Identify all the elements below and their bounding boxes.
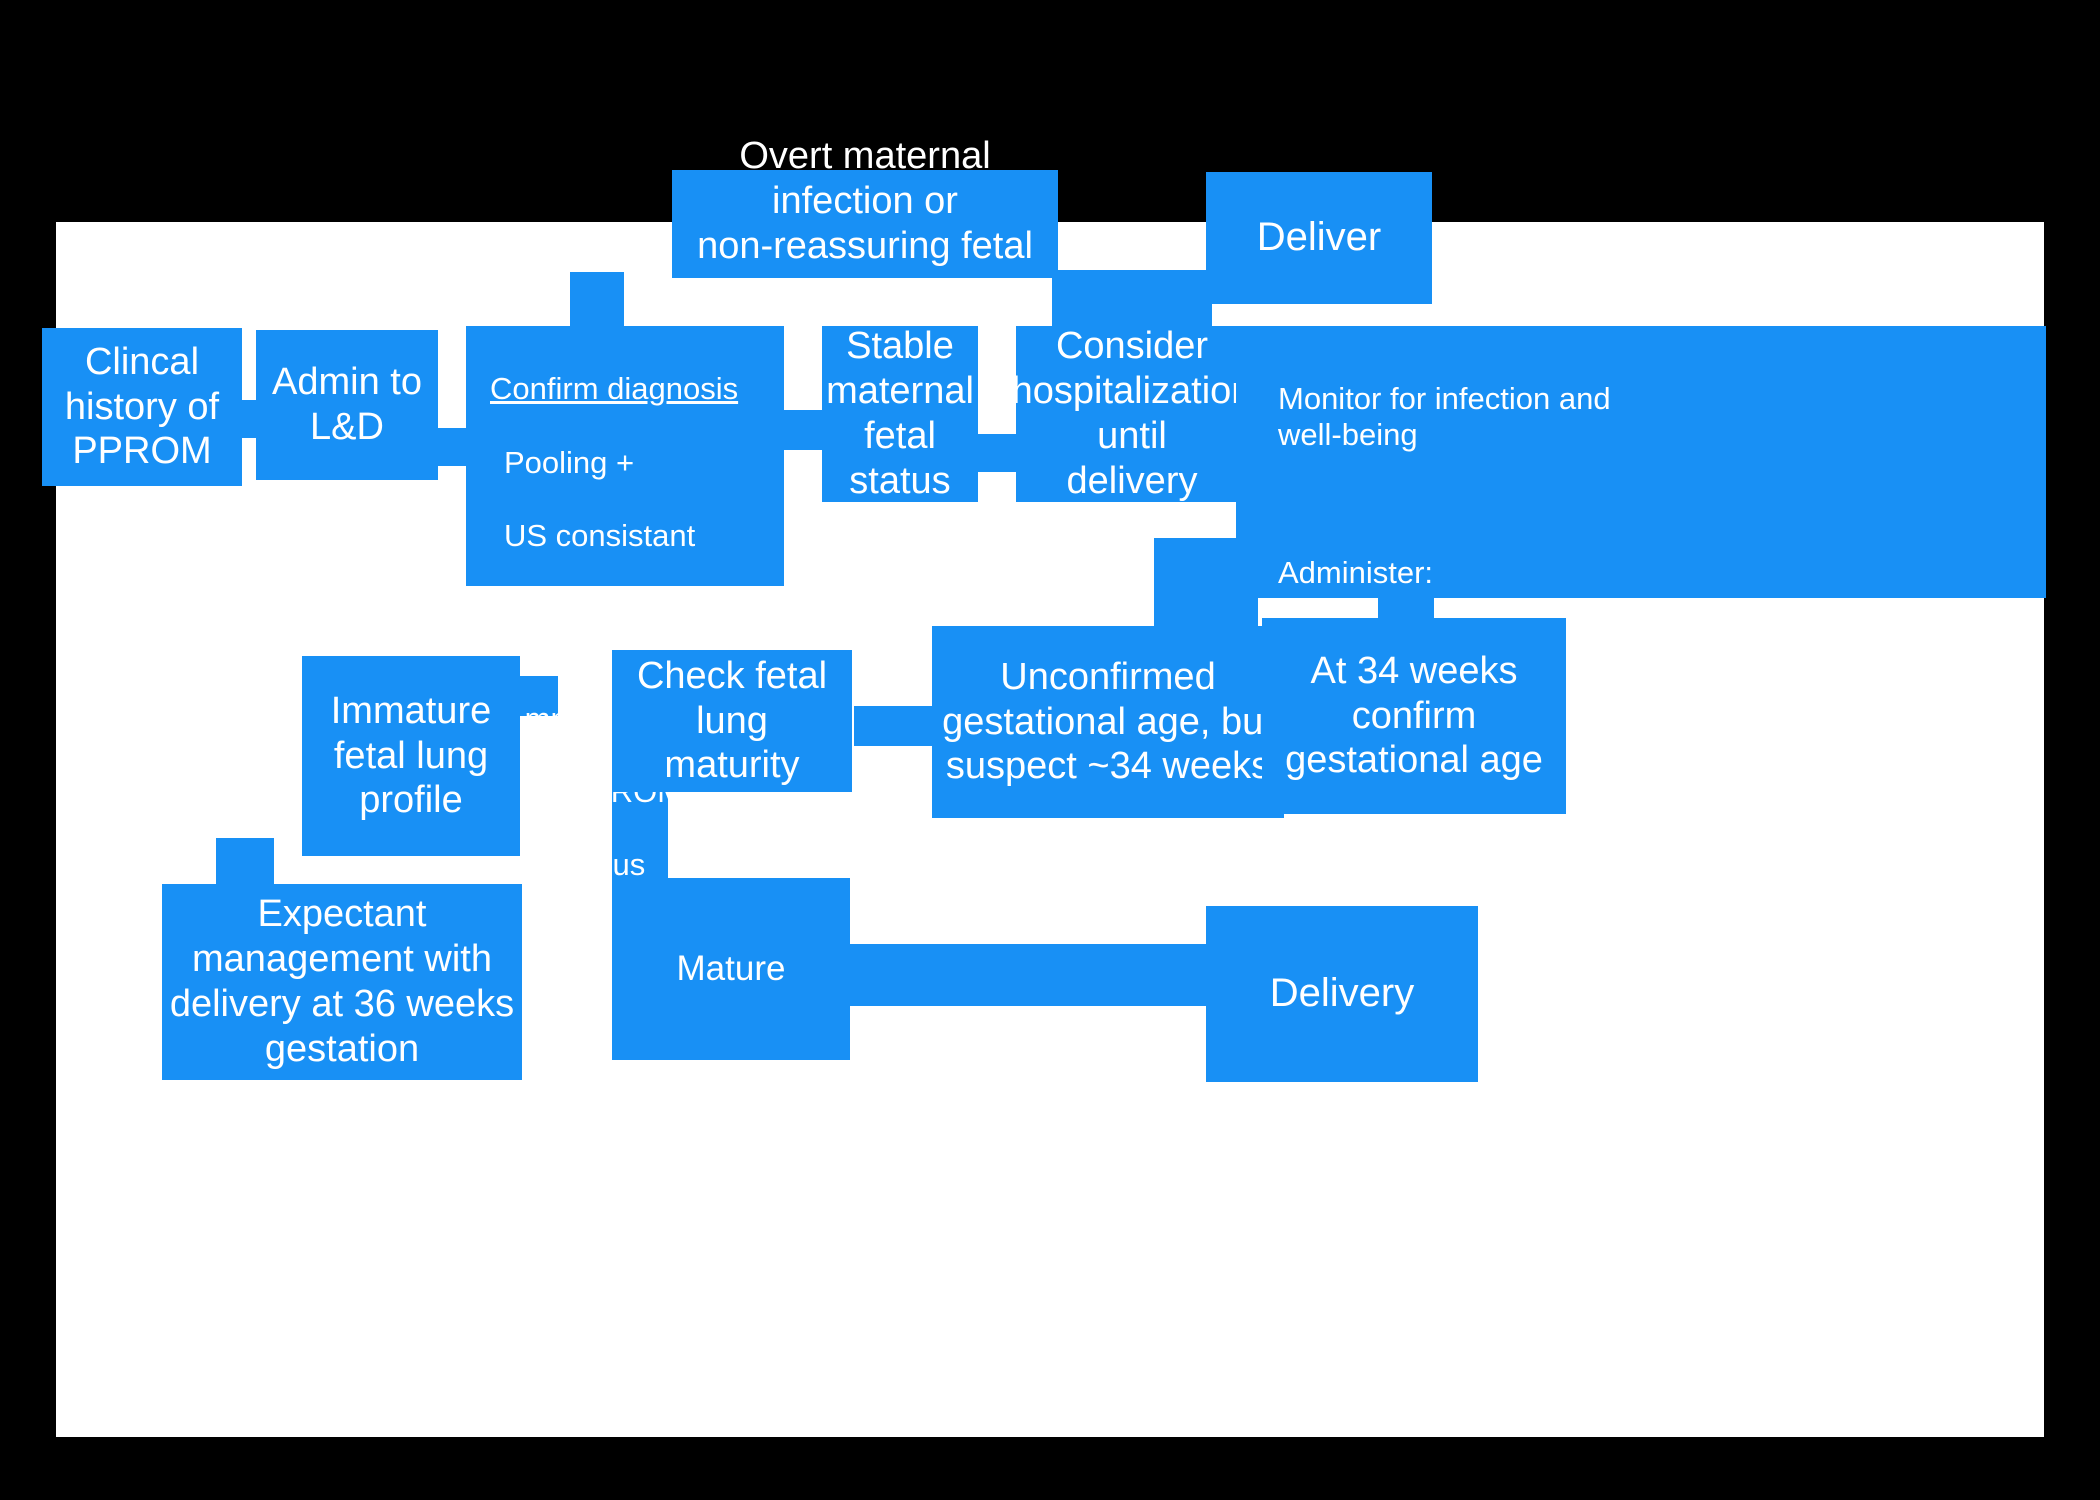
confirm-item-5: ROM Plus: [504, 847, 646, 883]
node-admit-to-ld[interactable]: Admin to L&D: [256, 330, 438, 480]
node-at-34-weeks-confirm[interactable]: At 34 weeks confirm gestational age: [1262, 618, 1566, 814]
connector-stable-to-consider: [972, 434, 1024, 472]
node-unconfirmed-gestational-age[interactable]: Unconfirmed gestational age, but suspect…: [932, 626, 1284, 818]
connector-overt-to-deliver: [1052, 270, 1212, 326]
connector-mature-to-delivery: [846, 944, 1226, 1006]
node-deliver[interactable]: Deliver: [1206, 172, 1432, 304]
node-clinical-history-pprom[interactable]: Clincal history of PPROM: [42, 328, 242, 486]
confirm-diagnosis-heading: Confirm diagnosis: [490, 370, 739, 406]
confirm-item-0: Pooling +: [504, 444, 635, 480]
node-immature-fetal-lung-profile[interactable]: Immature fetal lung profile: [302, 656, 520, 856]
node-check-fetal-lung-maturity[interactable]: Check fetal lung maturity: [612, 650, 852, 792]
node-stable-maternal-fetal-status[interactable]: Stable maternal fetal status: [822, 325, 978, 502]
confirm-item-1: US consistant: [504, 517, 696, 553]
node-delivery[interactable]: Delivery: [1206, 906, 1478, 1082]
confirm-item-2: Nitrazine and Ferntests: [504, 591, 687, 663]
node-mature[interactable]: Mature: [612, 878, 850, 1060]
monitor-spacer: [1278, 490, 2046, 518]
node-overt-maternal-infection[interactable]: Overt maternal infection or non-reassuri…: [672, 135, 1058, 312]
connector-unconfirmed-to-check: [854, 706, 940, 746]
node-consider-hospitalization[interactable]: Consider hospitalization until delivery: [1011, 325, 1253, 502]
node-expectant-management[interactable]: Expectant management with delivery at 36…: [162, 884, 522, 1080]
monitor-heading: Monitor for infection and well-being: [1278, 380, 1611, 453]
connector-confirm-to-stable: [776, 410, 830, 450]
node-confirm-diagnosis[interactable]: Confirm diagnosis Pooling + US consistan…: [466, 326, 784, 882]
administer-heading: Administer:: [1278, 554, 1434, 590]
node-monitor-and-administer[interactable]: Monitor for infection and well-being Adm…: [1236, 326, 2046, 736]
diagram-sheet: Overt maternal infection or non-reassuri…: [42, 135, 2046, 1437]
